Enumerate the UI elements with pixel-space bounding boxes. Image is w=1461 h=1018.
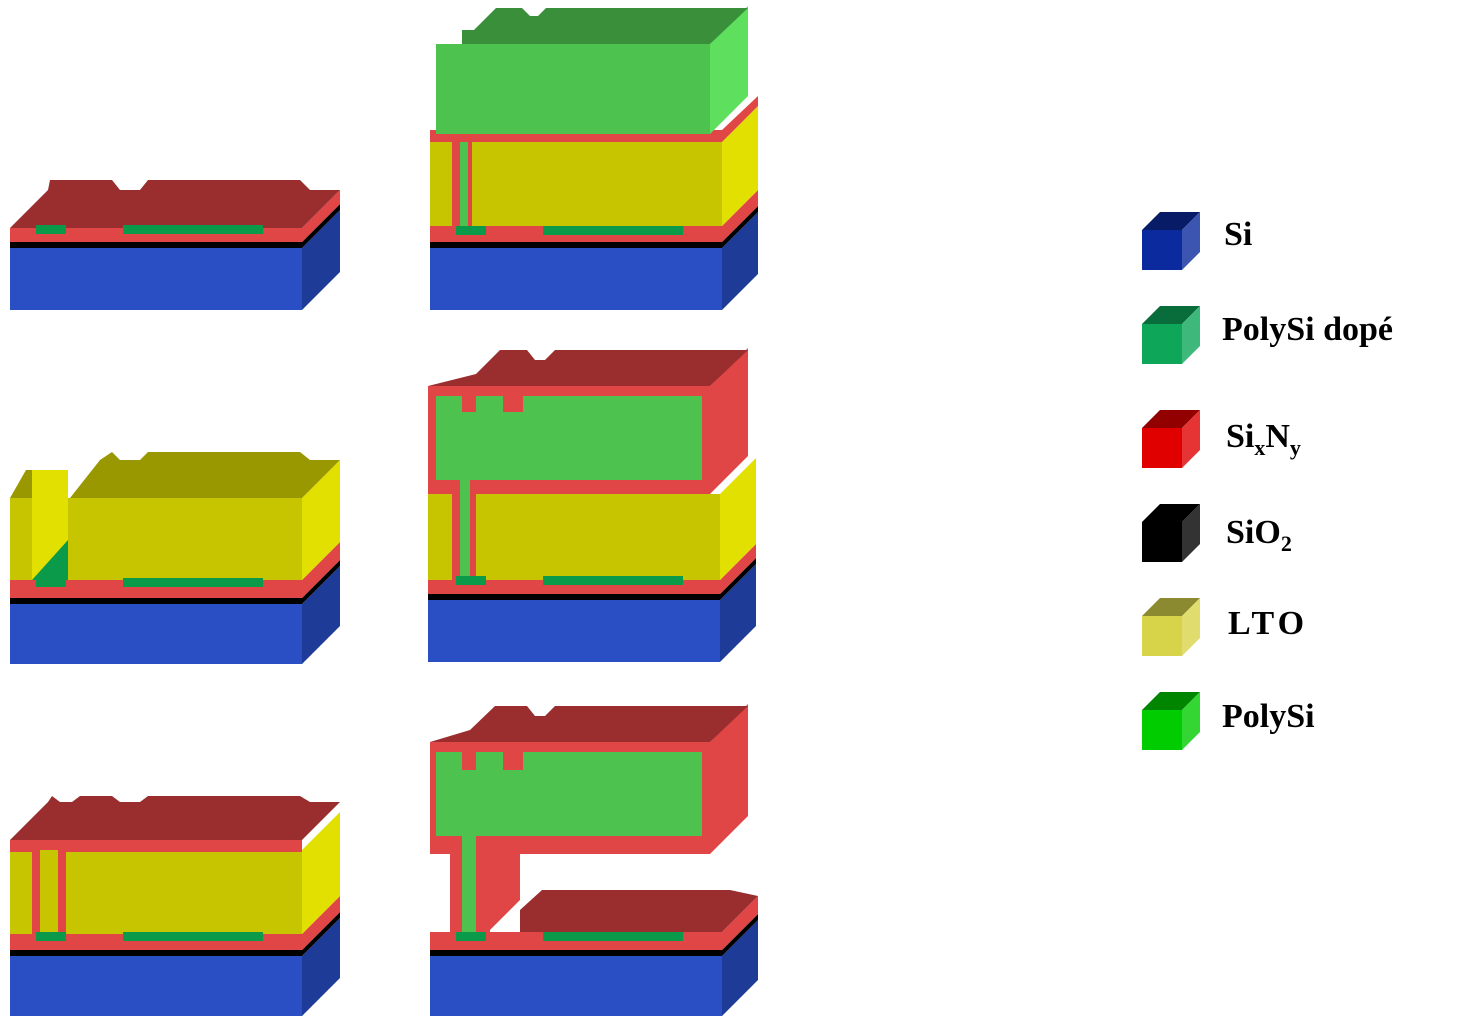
blue-cube-icon xyxy=(1142,212,1200,270)
lto-left-pillar xyxy=(10,498,32,580)
polysi-dope-strip xyxy=(36,225,66,234)
step-3 xyxy=(10,796,340,1016)
lto-top xyxy=(70,452,340,498)
polysi-dope-strip xyxy=(36,932,66,941)
si-substrate xyxy=(430,248,722,310)
sixny-anchor xyxy=(462,396,476,412)
step-2 xyxy=(10,452,340,664)
sixny-top xyxy=(10,796,340,840)
polysi-dope-strip xyxy=(36,578,66,587)
sio2-layer xyxy=(430,950,722,956)
polysi-dope-strip xyxy=(123,932,263,941)
sixny-anchor xyxy=(462,752,476,770)
polysi-via-core xyxy=(460,480,470,580)
step-5 xyxy=(428,348,756,662)
legend-label-sio2: SiO2 xyxy=(1226,516,1292,555)
polysi-dope-strip xyxy=(543,226,683,235)
sio2-layer xyxy=(428,594,720,600)
polysi-dope-strip xyxy=(543,576,683,585)
sio2-layer xyxy=(10,242,302,248)
polysi-top xyxy=(436,8,748,44)
blue-cube-icon-front xyxy=(1142,230,1182,270)
green-cube-icon xyxy=(1142,306,1200,364)
polysi-via-core xyxy=(462,836,476,936)
lto-via-core xyxy=(40,850,58,934)
black-cube-icon-front xyxy=(1142,522,1182,562)
green-cube-icon-front xyxy=(1142,324,1182,364)
polysi-dope-strip xyxy=(123,578,263,587)
step-4 xyxy=(430,6,758,310)
black-cube-icon xyxy=(1142,504,1200,562)
sixny-top xyxy=(10,180,340,228)
legend-label-sixny: SixNy xyxy=(1226,420,1301,459)
sio2-layer xyxy=(10,598,302,604)
bright-green-cube-icon-front xyxy=(1142,710,1182,750)
polysi-dope-strip xyxy=(123,225,263,234)
polysi-dope-strip xyxy=(456,932,486,941)
sio2-layer xyxy=(430,242,722,248)
polysi-via-core xyxy=(460,142,468,228)
legend-label-lto: LTO xyxy=(1228,607,1308,641)
legend-label-si: Si xyxy=(1224,218,1252,252)
polysi-dope-strip xyxy=(456,226,486,235)
si-substrate xyxy=(10,956,302,1016)
sio2-layer xyxy=(10,950,302,956)
sixny-anchor xyxy=(503,396,523,412)
lto-layer xyxy=(430,142,722,226)
red-cube-icon-front xyxy=(1142,428,1182,468)
sixny-top xyxy=(428,350,748,386)
polysi-block xyxy=(436,44,710,134)
sixny-anchor xyxy=(503,752,523,770)
yellow-cube-icon-front xyxy=(1142,616,1182,656)
si-substrate xyxy=(430,956,722,1016)
bright-green-cube-icon xyxy=(1142,692,1200,750)
si-substrate xyxy=(428,600,720,662)
sixny-bottom-top xyxy=(520,890,758,932)
step-1 xyxy=(10,180,340,310)
legend-label-polysi: PolySi xyxy=(1222,700,1315,734)
polysi-dope-strip xyxy=(543,932,683,941)
legend-label-polysi-dope: PolySi dopé xyxy=(1222,313,1393,347)
si-substrate xyxy=(10,248,302,310)
sixny-top xyxy=(430,706,748,742)
red-cube-icon xyxy=(1142,410,1200,468)
polysi-dope-strip xyxy=(456,576,486,585)
yellow-cube-icon xyxy=(1142,598,1200,656)
si-substrate xyxy=(10,604,302,664)
step-6 xyxy=(430,704,758,1016)
